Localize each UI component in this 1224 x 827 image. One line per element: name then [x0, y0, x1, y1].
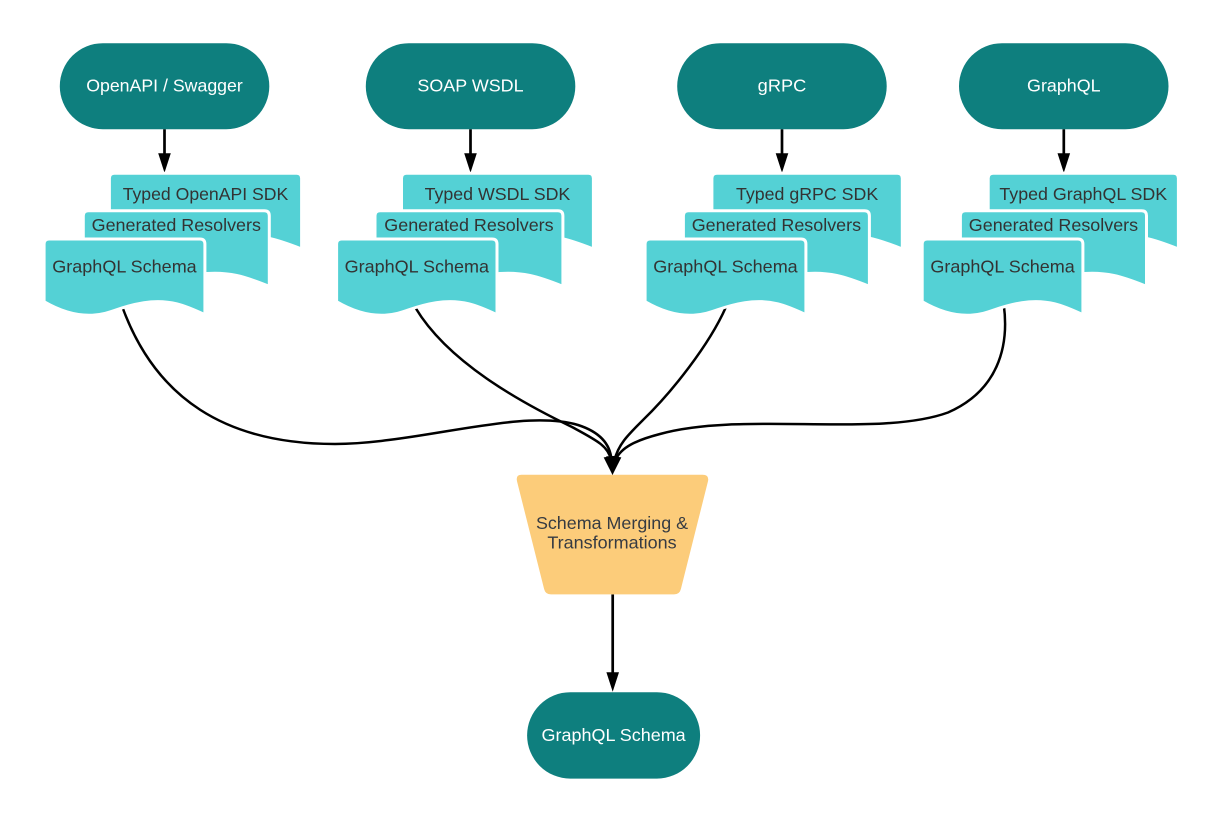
svg-text:Generated Resolvers: Generated Resolvers — [969, 215, 1138, 235]
svg-text:Generated Resolvers: Generated Resolvers — [384, 215, 553, 235]
svg-text:GraphQL Schema: GraphQL Schema — [930, 256, 1074, 276]
svg-text:Typed GraphQL SDK: Typed GraphQL SDK — [999, 184, 1167, 204]
svg-text:GraphQL Schema: GraphQL Schema — [52, 256, 196, 276]
svg-text:gRPC: gRPC — [758, 76, 807, 96]
svg-text:Typed gRPC SDK: Typed gRPC SDK — [736, 184, 878, 204]
svg-text:SOAP WSDL: SOAP WSDL — [417, 76, 523, 96]
svg-text:Transformations: Transformations — [547, 533, 676, 553]
svg-text:Typed OpenAPI SDK: Typed OpenAPI SDK — [123, 184, 289, 204]
svg-text:GraphQL Schema: GraphQL Schema — [653, 256, 797, 276]
svg-text:Typed WSDL SDK: Typed WSDL SDK — [425, 184, 571, 204]
svg-text:Generated Resolvers: Generated Resolvers — [692, 215, 861, 235]
svg-text:GraphQL: GraphQL — [1027, 76, 1101, 96]
svg-text:GraphQL Schema: GraphQL Schema — [345, 256, 489, 276]
svg-text:OpenAPI / Swagger: OpenAPI / Swagger — [86, 76, 243, 96]
svg-text:Generated Resolvers: Generated Resolvers — [92, 215, 261, 235]
svg-text:GraphQL Schema: GraphQL Schema — [542, 725, 686, 745]
svg-text:Schema Merging &: Schema Merging & — [536, 513, 688, 533]
